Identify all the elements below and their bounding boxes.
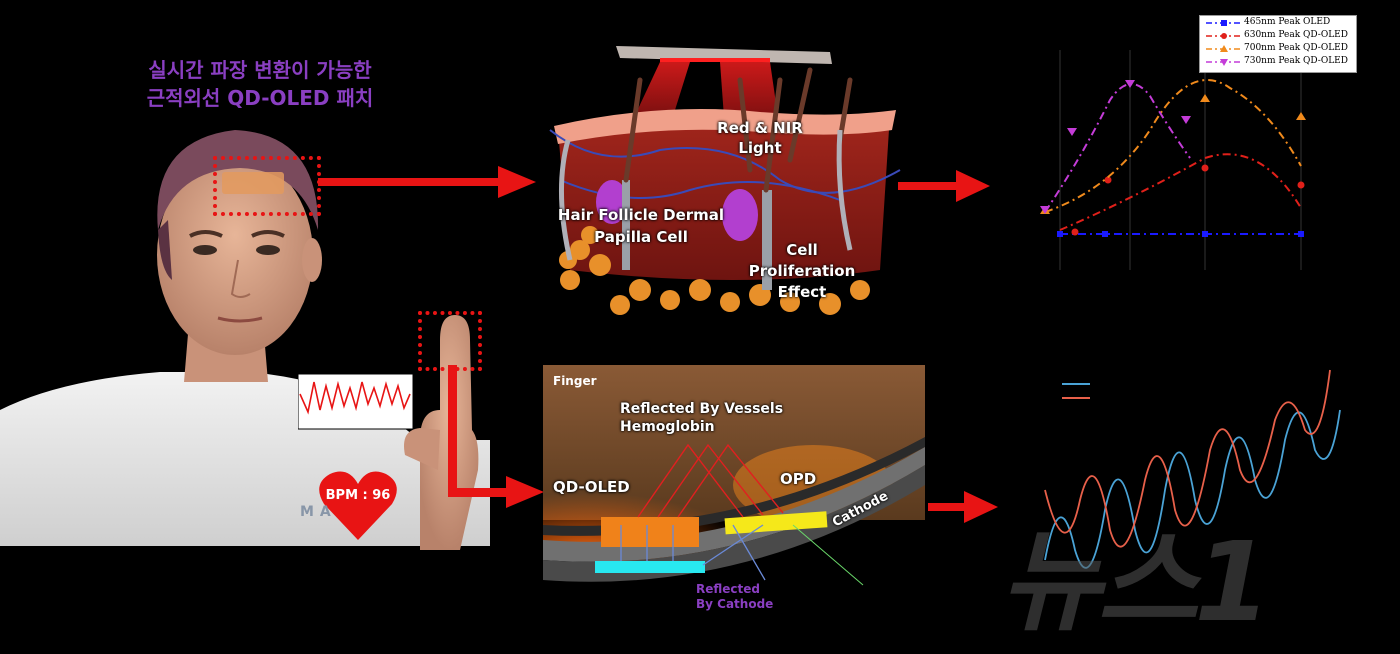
arrow-finger-to-signal xyxy=(964,491,998,523)
finger-device-cross-section xyxy=(543,365,925,586)
legend-label: 630nm Peak QD-OLED xyxy=(1244,30,1348,40)
qd-oled-label: QD-OLED xyxy=(553,478,630,496)
red-nir-light-label: Red & NIR Light xyxy=(717,119,803,157)
chart-legend: 465nm Peak OLED 630nm Peak QD-OLED 700nm… xyxy=(1199,15,1357,73)
series-630nm xyxy=(1059,153,1302,231)
series-730nm xyxy=(1044,83,1191,213)
reflected-vessels-label: Reflected By Vessels Hemoglobin xyxy=(620,401,784,435)
legend-item-630nm: 630nm Peak QD-OLED xyxy=(1200,29,1356,42)
arrow-forehead-shaft xyxy=(318,178,498,186)
heart-icon xyxy=(319,471,397,540)
series-700nm xyxy=(1044,79,1302,213)
hair-follicle-label: Hair Follicle Dermal Papilla Cell xyxy=(557,206,725,246)
finger-label: Finger xyxy=(553,374,597,388)
bpm-label: BPM : 96 xyxy=(325,488,391,503)
news1-watermark: 뉴스1 xyxy=(1000,518,1271,646)
arrow-forehead-head xyxy=(498,166,536,198)
opd-label: OPD xyxy=(780,470,817,488)
signal-line-blue xyxy=(1044,409,1341,569)
legend-item-700nm: 700nm Peak QD-OLED xyxy=(1200,42,1356,55)
legend-label: 465nm Peak OLED xyxy=(1244,17,1331,27)
title-line-2: 근적외선 QD-OLED 패치 xyxy=(146,86,374,110)
reflected-cathode-label: Reflected By Cathode xyxy=(696,582,774,611)
page-title: 실시간 파장 변환이 가능한 근적외선 QD-OLED 패치 xyxy=(60,56,460,112)
spectrum-chart xyxy=(1040,50,1306,270)
skin-cross-section xyxy=(549,46,901,315)
cell-proliferation-label: Cell Proliferation Effect xyxy=(748,241,856,301)
legend-item-465nm: 465nm Peak OLED xyxy=(1200,16,1356,29)
arrow-skin-to-chart xyxy=(956,170,990,202)
title-line-1: 실시간 파장 변환이 가능한 xyxy=(148,58,372,82)
signal-line-red xyxy=(1044,369,1331,548)
ppg-waveform-inset xyxy=(298,374,414,430)
legend-label: 730nm Peak QD-OLED xyxy=(1244,56,1348,66)
arrow-finger-head xyxy=(506,476,544,508)
legend-label: 700nm Peak QD-OLED xyxy=(1244,43,1348,53)
ppg-signal-chart xyxy=(1044,369,1341,569)
shirt-text: MA xyxy=(300,504,337,520)
legend-item-730nm: 730nm Peak QD-OLED xyxy=(1200,55,1356,68)
